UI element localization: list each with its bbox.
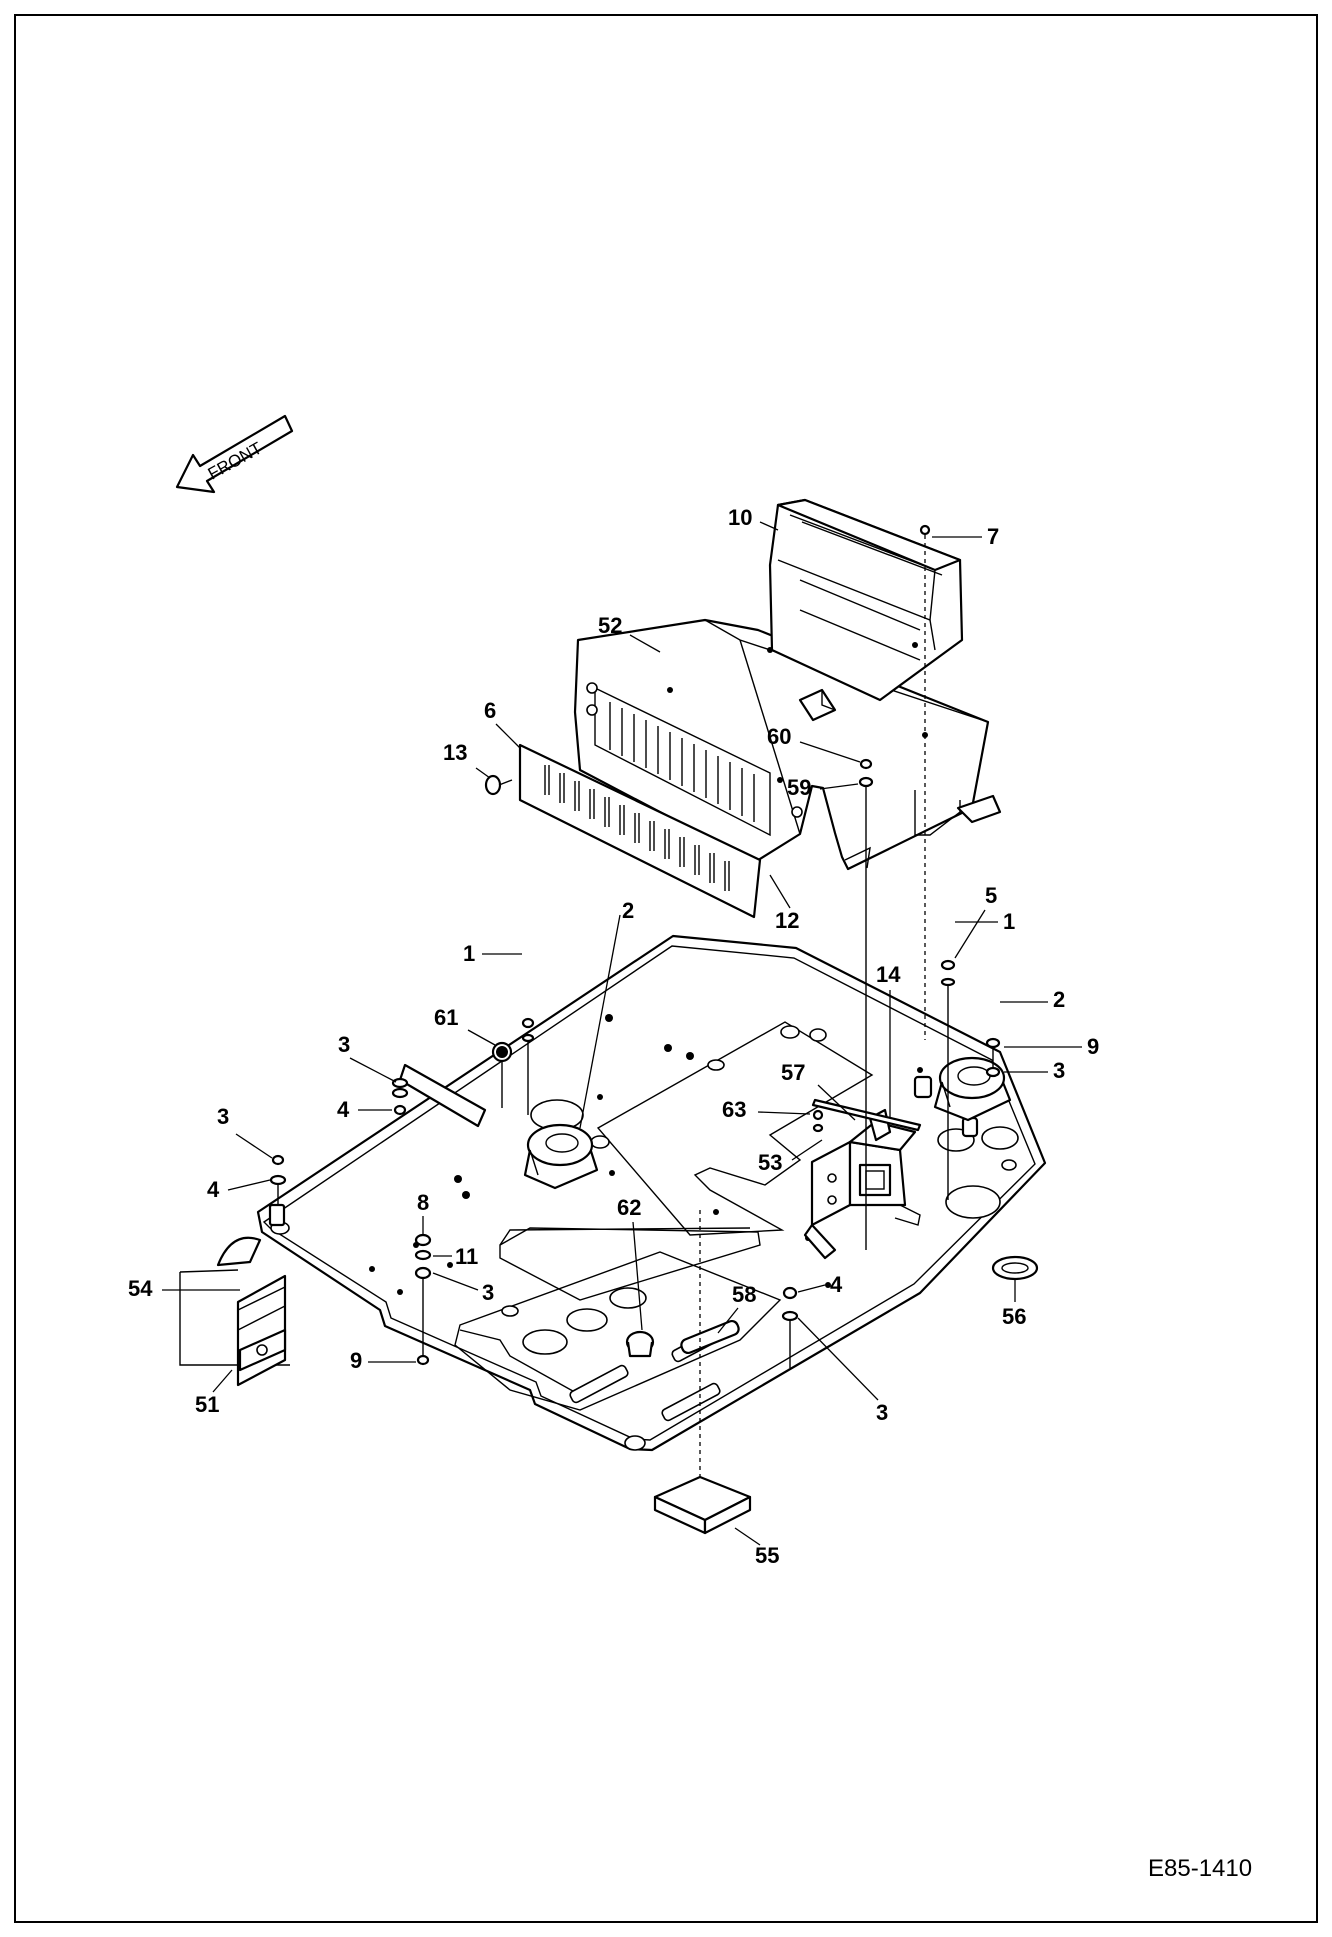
callout-2-left: 2 (622, 898, 634, 923)
callout-56: 56 (1002, 1304, 1026, 1329)
callout-4-b: 4 (207, 1177, 220, 1202)
plug-62 (625, 1330, 655, 1358)
callout-3-a: 3 (338, 1032, 350, 1057)
air-duct (768, 498, 964, 702)
callout-3-d: 3 (876, 1400, 888, 1425)
callout-7: 7 (987, 524, 999, 549)
callout-53: 53 (758, 1150, 782, 1175)
front-arrow-icon: FRONT (175, 414, 294, 494)
callout-3-b: 3 (217, 1104, 229, 1129)
callout-55: 55 (755, 1543, 779, 1568)
callout-9-right: 9 (1087, 1034, 1099, 1059)
callout-6: 6 (484, 698, 496, 723)
callout-62: 62 (617, 1195, 641, 1220)
callout-58: 58 (732, 1282, 756, 1307)
callout-5: 5 (985, 883, 997, 908)
callout-1-left: 1 (463, 941, 475, 966)
mat-55 (653, 1475, 752, 1535)
callout-63: 63 (722, 1097, 746, 1122)
callout-4-a: 4 (337, 1097, 350, 1122)
callout-51: 51 (195, 1392, 219, 1417)
drawing-reference: E85-1410 (1148, 1855, 1252, 1882)
callout-12: 12 (775, 908, 799, 933)
pad-58 (680, 1319, 740, 1355)
side-bracket (398, 1063, 487, 1128)
seal-ring-56 (991, 1255, 1039, 1281)
louver-panel (518, 743, 762, 919)
drawing-border (14, 14, 1318, 1923)
callout-13: 13 (443, 740, 467, 765)
callout-11: 11 (455, 1244, 478, 1269)
switch-bracket (803, 1108, 921, 1260)
inset-detail (179, 1236, 290, 1387)
screw-13 (484, 774, 513, 796)
callout-61: 61 (434, 1005, 458, 1030)
grommet-61 (491, 1041, 513, 1063)
callout-57: 57 (781, 1060, 805, 1085)
callout-14: 14 (876, 962, 901, 987)
floor-plate (256, 934, 1047, 1452)
callout-2-right: 2 (1053, 987, 1065, 1012)
callout-10: 10 (728, 505, 752, 530)
controller-grille (594, 686, 771, 837)
callout-3-c: 3 (482, 1280, 494, 1305)
callout-54: 54 (128, 1276, 153, 1301)
callout-4-c: 4 (830, 1272, 843, 1297)
callout-59: 59 (787, 775, 811, 800)
damper-mount-left (523, 1123, 599, 1190)
callout-52: 52 (598, 613, 622, 638)
callout-3-right: 3 (1053, 1058, 1065, 1083)
callout-60: 60 (767, 724, 791, 749)
callout-1-right: 1 (1003, 909, 1015, 934)
callout-9-left: 9 (350, 1348, 362, 1373)
callouts: 10 7 52 6 13 60 59 12 5 1 2 1 2 14 61 9 … (128, 505, 1099, 1568)
damper-mount-right (933, 1056, 1012, 1122)
fasteners (269, 524, 1001, 1480)
callout-8: 8 (417, 1190, 429, 1215)
